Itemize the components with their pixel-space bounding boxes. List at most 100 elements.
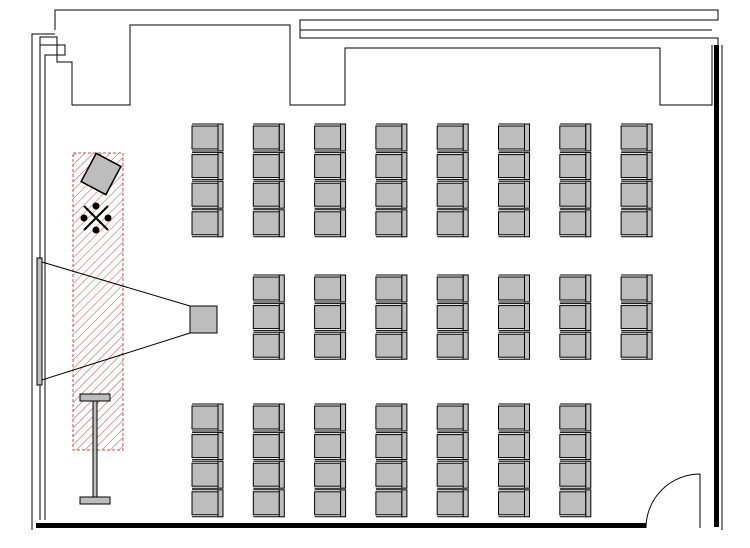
chair — [498, 274, 530, 303]
chair — [314, 489, 347, 518]
chair — [498, 403, 530, 432]
chair — [375, 460, 408, 489]
speaker-position — [80, 202, 112, 234]
chair — [620, 180, 653, 209]
chair — [375, 209, 408, 238]
chair — [252, 274, 285, 303]
chair — [620, 331, 653, 360]
lectern-base — [79, 496, 111, 505]
chair — [314, 123, 347, 152]
chair — [375, 303, 408, 332]
chair — [252, 303, 285, 332]
chair — [191, 489, 224, 518]
chair — [498, 123, 530, 152]
chair — [436, 180, 469, 209]
chair — [314, 460, 347, 489]
projection-screen — [36, 257, 43, 386]
chair — [620, 123, 653, 152]
seating — [191, 123, 653, 518]
chair — [252, 180, 285, 209]
chair — [559, 180, 592, 209]
bottom-wall — [36, 523, 646, 528]
chair — [498, 209, 530, 238]
chair — [498, 152, 530, 181]
chair — [191, 432, 224, 461]
lectern-post — [92, 400, 98, 498]
chair — [436, 303, 469, 332]
chair — [559, 152, 592, 181]
chair — [436, 460, 469, 489]
chair — [436, 489, 469, 518]
chair — [314, 274, 347, 303]
inner-wall-line — [39, 24, 713, 520]
chair — [314, 432, 347, 461]
wall-left-outer — [31, 33, 55, 530]
chair — [191, 123, 224, 152]
chair — [498, 331, 530, 360]
chair — [436, 274, 469, 303]
chair — [436, 331, 469, 360]
chair — [191, 152, 224, 181]
building-outline — [31, 9, 723, 530]
chair — [375, 123, 408, 152]
chair — [252, 489, 285, 518]
chair — [559, 303, 592, 332]
chair — [559, 274, 592, 303]
instructor-desk — [80, 152, 122, 196]
chair — [191, 209, 224, 238]
chair — [559, 403, 592, 432]
chair — [559, 209, 592, 238]
chair — [436, 403, 469, 432]
outer-wall-line — [54, 9, 719, 45]
chair — [559, 489, 592, 518]
chair — [559, 331, 592, 360]
chair — [252, 331, 285, 360]
chair — [314, 180, 347, 209]
chair — [559, 123, 592, 152]
chair — [252, 432, 285, 461]
chair — [620, 303, 653, 332]
door-arc — [645, 473, 701, 529]
chair — [191, 180, 224, 209]
chair — [375, 432, 408, 461]
chair — [436, 152, 469, 181]
chair — [375, 489, 408, 518]
chair — [252, 209, 285, 238]
chair — [436, 432, 469, 461]
chair — [314, 152, 347, 181]
chair — [498, 460, 530, 489]
chair — [375, 152, 408, 181]
chair — [375, 331, 408, 360]
lectern-stand — [79, 393, 111, 505]
lectern-top — [79, 393, 111, 402]
chair — [620, 152, 653, 181]
chair — [498, 303, 530, 332]
chair — [252, 460, 285, 489]
chair — [252, 152, 285, 181]
chair — [436, 123, 469, 152]
wall-notch — [40, 44, 66, 520]
chair — [252, 123, 285, 152]
chair — [498, 432, 530, 461]
right-wall — [714, 45, 719, 527]
chair — [314, 331, 347, 360]
chair — [191, 460, 224, 489]
chair — [436, 209, 469, 238]
chair — [375, 403, 408, 432]
chair — [191, 403, 224, 432]
chair — [375, 180, 408, 209]
chair — [375, 274, 408, 303]
instructor-area — [72, 152, 124, 451]
chair — [620, 274, 653, 303]
chair — [314, 303, 347, 332]
chair — [559, 432, 592, 461]
chair — [498, 180, 530, 209]
projector — [189, 305, 218, 334]
door — [645, 473, 701, 529]
chair — [559, 460, 592, 489]
chair — [252, 403, 285, 432]
chair — [498, 489, 530, 518]
chair — [314, 209, 347, 238]
chair — [620, 209, 653, 238]
